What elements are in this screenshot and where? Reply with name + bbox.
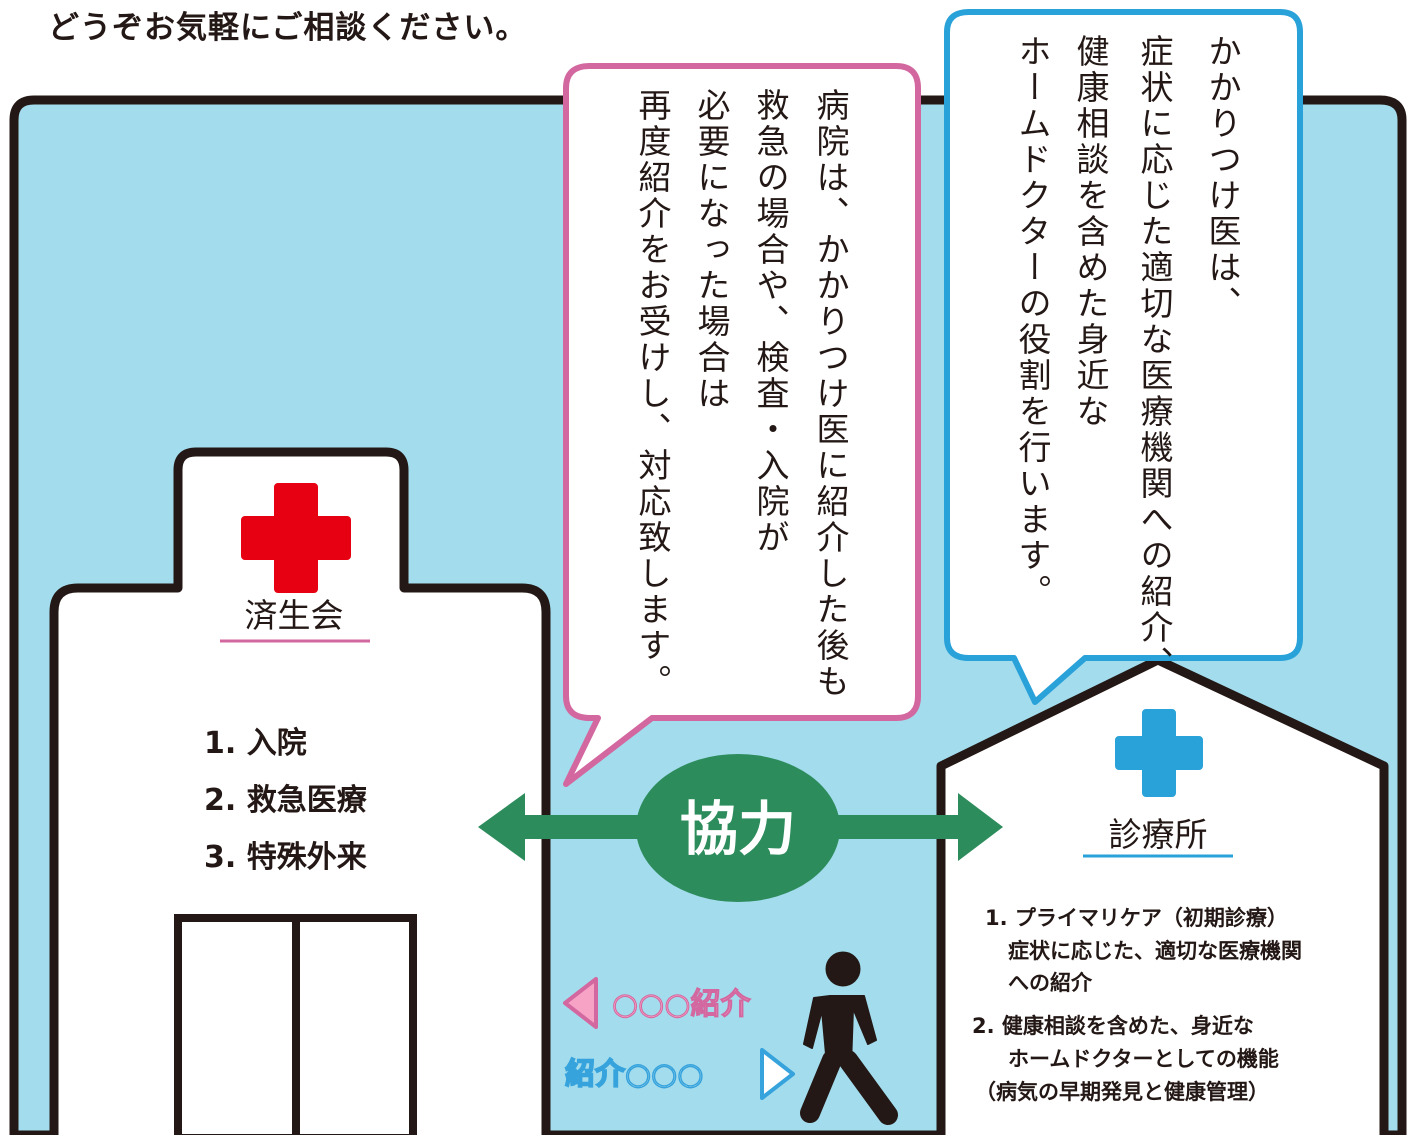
cooperation-ellipse [636,754,840,902]
clinic-item: への紹介 [1008,971,1092,995]
red-cross-icon [241,483,351,593]
page-heading: どうぞお気軽にご相談ください。 [48,10,528,46]
pink-speech-bubble [563,63,921,787]
blue-cross-icon [1115,709,1203,797]
hospital-item: 2. 救急医療 [204,783,367,818]
referral-right-label: 紹介○○○ [565,1057,704,1092]
blue-bubble-line: かかりつけ医は、 [1203,34,1242,322]
hospital-item: 3. 特殊外来 [204,840,367,875]
clinic-item: ホームドクターとしての機能 [1008,1047,1279,1071]
clinic-item: 1. プライマリケア（初期診療） [985,906,1288,930]
right-triangle-icon [760,1048,795,1100]
hospital-name: 済生会 [245,596,344,635]
pink-bubble-line: 病院は、かかりつけ医に紹介した後も [811,88,850,700]
pink-bubble-line: 必要になった場合は [692,88,731,412]
referral-left-label: ○○○紹介 [612,987,752,1022]
clinic-item: 2. 健康相談を含めた、身近な [972,1014,1254,1038]
walking-person-icon [800,951,898,1125]
clinic-item: （病気の早期発見と健康管理） [975,1080,1269,1104]
blue-speech-bubble [944,9,1303,705]
pink-bubble-line: 再度紹介をお受けし、対応致します。 [633,88,672,700]
blue-bubble-line: 健康相談を含めた身近な [1071,34,1110,430]
clinic-name: 診療所 [1109,815,1208,854]
hospital-item: 1. 入院 [204,726,307,761]
cooperation-label: 協力 [680,795,796,863]
left-triangle-icon [563,977,598,1029]
blue-bubble-line: ホームドクターの役割を行います。 [1013,34,1052,610]
blue-bubble-line: 症状に応じた適切な医療機関への紹介、 [1135,34,1174,682]
pink-bubble-line: 救急の場合や、検査・入院が [751,88,790,556]
clinic-item: 症状に応じた、適切な医療機関 [1008,939,1302,963]
